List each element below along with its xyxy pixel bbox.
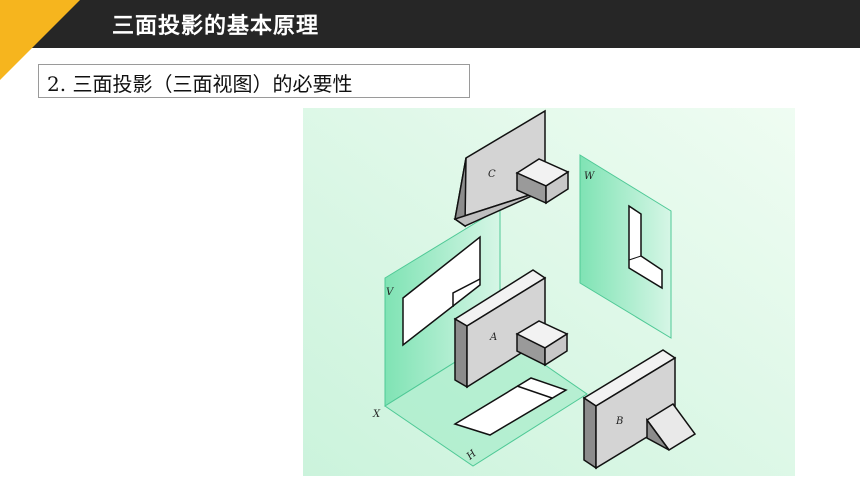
- object-a: [453, 269, 569, 389]
- h-projection-notch: [516, 385, 553, 399]
- projection-diagram: V H W X A B C: [303, 108, 795, 476]
- section-heading: 2. 三面投影（三面视图）的必要性: [47, 72, 353, 96]
- label-v: V: [386, 287, 395, 298]
- object-c: [453, 109, 570, 228]
- label-a: A: [489, 332, 497, 343]
- label-b: B: [615, 416, 623, 427]
- object-b: [582, 349, 697, 470]
- label-x: X: [372, 409, 381, 420]
- projection-figure: V H W X A B C: [303, 108, 795, 476]
- w-projection-notch: [628, 255, 642, 261]
- label-w: W: [584, 171, 595, 182]
- page-title: 三面投影的基本原理: [112, 14, 320, 39]
- w-plane: [579, 154, 672, 339]
- v-projection-notch: [452, 278, 481, 307]
- label-c: C: [488, 169, 496, 180]
- w-projection: [628, 204, 663, 290]
- h-projection: [453, 377, 568, 436]
- v-projection: [402, 235, 481, 347]
- section-heading-box: 2. 三面投影（三面视图）的必要性: [38, 64, 470, 98]
- header-bar: [0, 0, 860, 48]
